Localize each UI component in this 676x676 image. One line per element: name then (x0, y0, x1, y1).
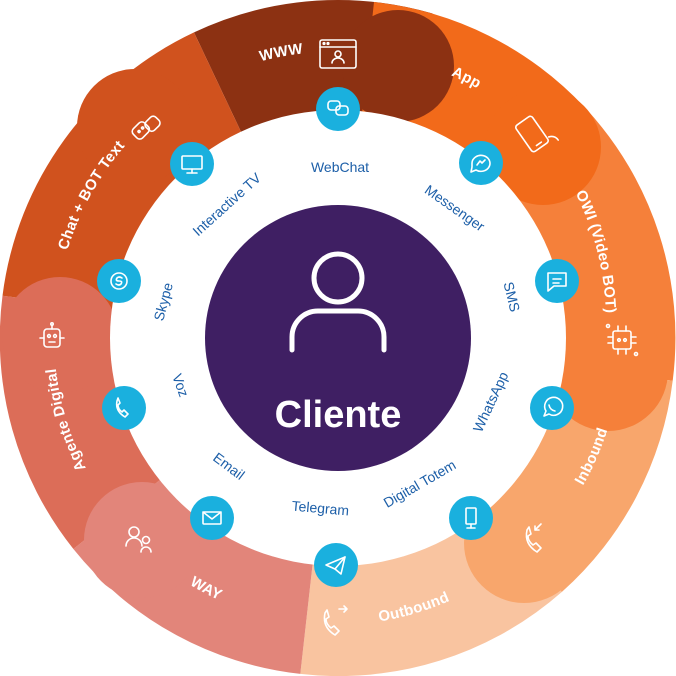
telegram-icon (325, 556, 346, 575)
messenger-icon (470, 154, 491, 173)
cap-app (485, 89, 601, 205)
channel-sms-button[interactable] (535, 259, 579, 303)
person-icon (289, 251, 387, 353)
skype-icon (110, 272, 128, 290)
chat-bot-icon (131, 115, 161, 140)
channel-totem-button[interactable] (449, 496, 493, 540)
people-icon (125, 526, 152, 553)
browser-window-icon (319, 39, 357, 69)
channel-telegram-button[interactable] (314, 543, 358, 587)
center-circle[interactable] (205, 205, 471, 471)
channel-voz-button[interactable] (102, 386, 146, 430)
robot-icon (39, 322, 65, 348)
channel-label-sms: SMS (500, 280, 523, 313)
cap-owi (548, 311, 668, 431)
outgoing-call-icon (323, 605, 348, 636)
mobile-phone-icon (515, 115, 560, 153)
cap-inbound (464, 483, 584, 603)
channel-label-webchat: WebChat (311, 159, 369, 175)
cap-www (342, 10, 454, 122)
channel-tv-button[interactable] (170, 142, 214, 186)
whatsapp-icon (543, 396, 564, 417)
chat-bubbles-icon (327, 100, 349, 116)
channel-whatsapp-button[interactable] (530, 386, 574, 430)
sms-icon (547, 272, 567, 292)
email-icon (202, 511, 222, 525)
channel-label-telegram: Telegram (291, 498, 350, 519)
bot-chip-icon (605, 323, 639, 357)
phone-icon (115, 397, 129, 418)
center-label: Cliente (275, 394, 402, 436)
tv-icon (181, 155, 203, 174)
incoming-call-icon (525, 523, 542, 553)
channel-label-voz: Voz (169, 372, 192, 399)
totem-icon (465, 507, 477, 529)
